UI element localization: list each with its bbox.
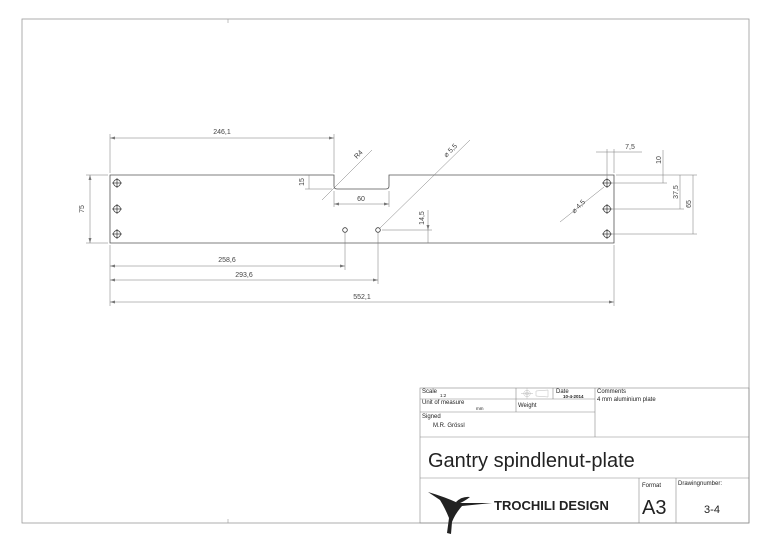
title-block — [419, 387, 750, 524]
hole-left-3 — [112, 229, 122, 239]
dim-7-5: 7,5 — [625, 144, 635, 151]
hole-right-2 — [602, 204, 612, 214]
unit-value: mm — [476, 406, 484, 411]
dim-60: 60 — [357, 196, 365, 203]
hummingbird-logo-icon — [428, 492, 492, 534]
signed-label: Signed — [422, 414, 441, 420]
signed-value: M.R. Grössl — [433, 423, 465, 429]
dim-14-5: 14,5 — [419, 211, 426, 225]
left-holes — [112, 178, 122, 239]
drawing-number-label: Drawingnumber: — [678, 481, 722, 487]
drawing-number-value: 3-4 — [704, 504, 720, 516]
dimension-lines — [86, 134, 697, 306]
right-holes — [602, 178, 612, 239]
comments-value: 4 mm aluminium plate — [597, 397, 656, 403]
dim-293-6: 293,6 — [235, 272, 253, 279]
dim-10: 10 — [656, 156, 663, 164]
format-value: A3 — [642, 497, 666, 519]
dim-15: 15 — [299, 178, 306, 186]
small-hole-1 — [342, 227, 348, 233]
date-value: 10-4-2014 — [563, 394, 584, 399]
dimension-labels: 246,1 75 15 60 R4 ⌀ 5,5 14,5 258,6 293,6… — [79, 129, 693, 301]
dim-75: 75 — [79, 205, 86, 213]
dim-246: 246,1 — [213, 129, 231, 136]
scale-label: Scale — [422, 389, 438, 395]
dim-4-5: ⌀ 4,5 — [571, 199, 587, 215]
dim-258-6: 258,6 — [218, 257, 236, 264]
dim-r4: R4 — [353, 149, 364, 160]
hole-left-1 — [112, 178, 122, 188]
sheet-border — [21, 18, 750, 524]
unit-label: Unit of measure — [422, 400, 465, 406]
hole-left-2 — [112, 204, 122, 214]
format-label: Format — [642, 483, 661, 489]
hole-right-1 — [602, 178, 612, 188]
company-name: TROCHILI DESIGN — [494, 498, 609, 513]
dim-37-5: 37,5 — [673, 185, 680, 199]
weight-label: Weight — [518, 403, 537, 409]
dim-5-5: ⌀ 5,5 — [443, 143, 459, 159]
drawing-title: Gantry spindlenut-plate — [428, 450, 635, 472]
dimension-arrows — [88, 136, 614, 304]
dim-552-1: 552,1 — [353, 294, 371, 301]
date-label: Date — [556, 389, 569, 395]
hole-right-3 — [602, 229, 612, 239]
plate-outline — [109, 174, 615, 244]
small-hole-2 — [375, 227, 381, 233]
comments-label: Comments — [597, 389, 626, 395]
projection-symbol-icon — [521, 388, 549, 399]
dim-65: 65 — [686, 200, 693, 208]
scale-value: 1:2 — [440, 393, 447, 398]
